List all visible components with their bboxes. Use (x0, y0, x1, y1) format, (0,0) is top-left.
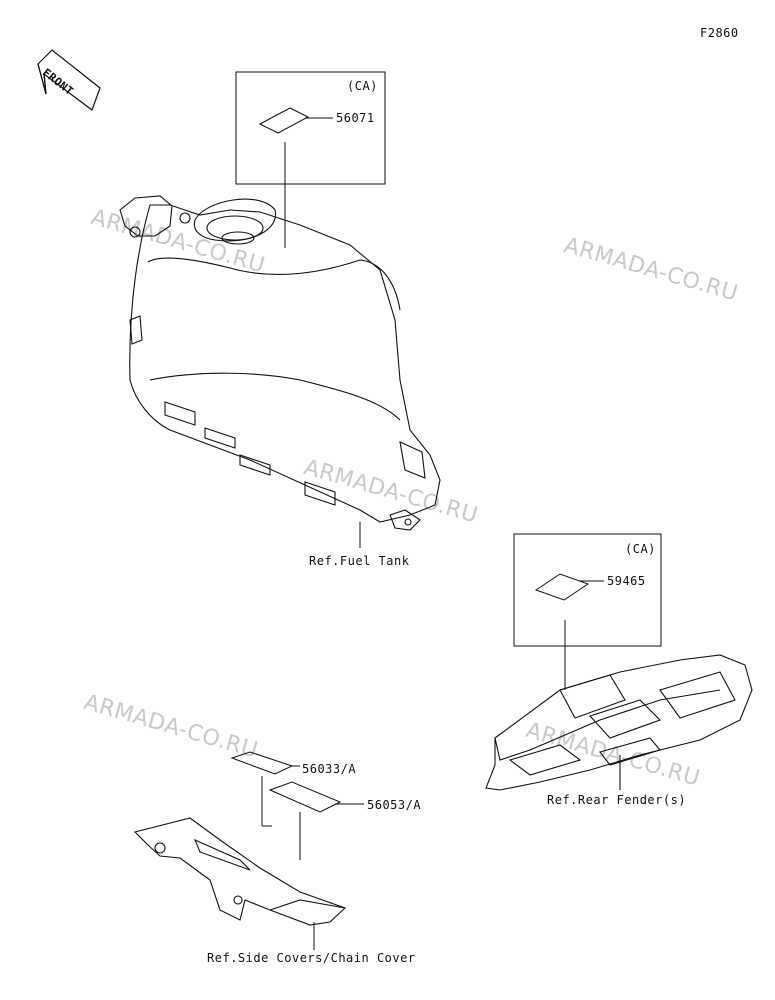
rear-fender-decal-59465 (534, 573, 590, 601)
part-number-59465[interactable]: 59465 (607, 574, 646, 588)
diagram-code: F2860 (700, 26, 739, 40)
chain-cover-illustration (133, 817, 347, 926)
fuel-tank-region-code: (CA) (347, 79, 378, 93)
ref-fuel-tank-label[interactable]: Ref.Fuel Tank (309, 554, 410, 568)
decal-56053a (268, 781, 342, 813)
ref-rear-fender-label[interactable]: Ref.Rear Fender(s) (547, 793, 687, 807)
rear-fender-region-code: (CA) (625, 542, 656, 556)
part-number-56053a[interactable]: 56053/A (367, 798, 422, 812)
rear-fender-illustration (485, 654, 753, 791)
front-arrow-icon (37, 49, 101, 111)
fuel-tank-decal-56071 (258, 107, 310, 134)
part-number-56033a[interactable]: 56033/A (302, 762, 357, 776)
rear-fender-callout-box (513, 533, 662, 647)
fuel-tank-illustration (119, 195, 441, 531)
ref-side-covers-label[interactable]: Ref.Side Covers/Chain Cover (207, 951, 416, 965)
fuel-tank-callout-box (235, 71, 386, 185)
decal-56033a (230, 751, 294, 775)
part-number-56071[interactable]: 56071 (336, 111, 375, 125)
